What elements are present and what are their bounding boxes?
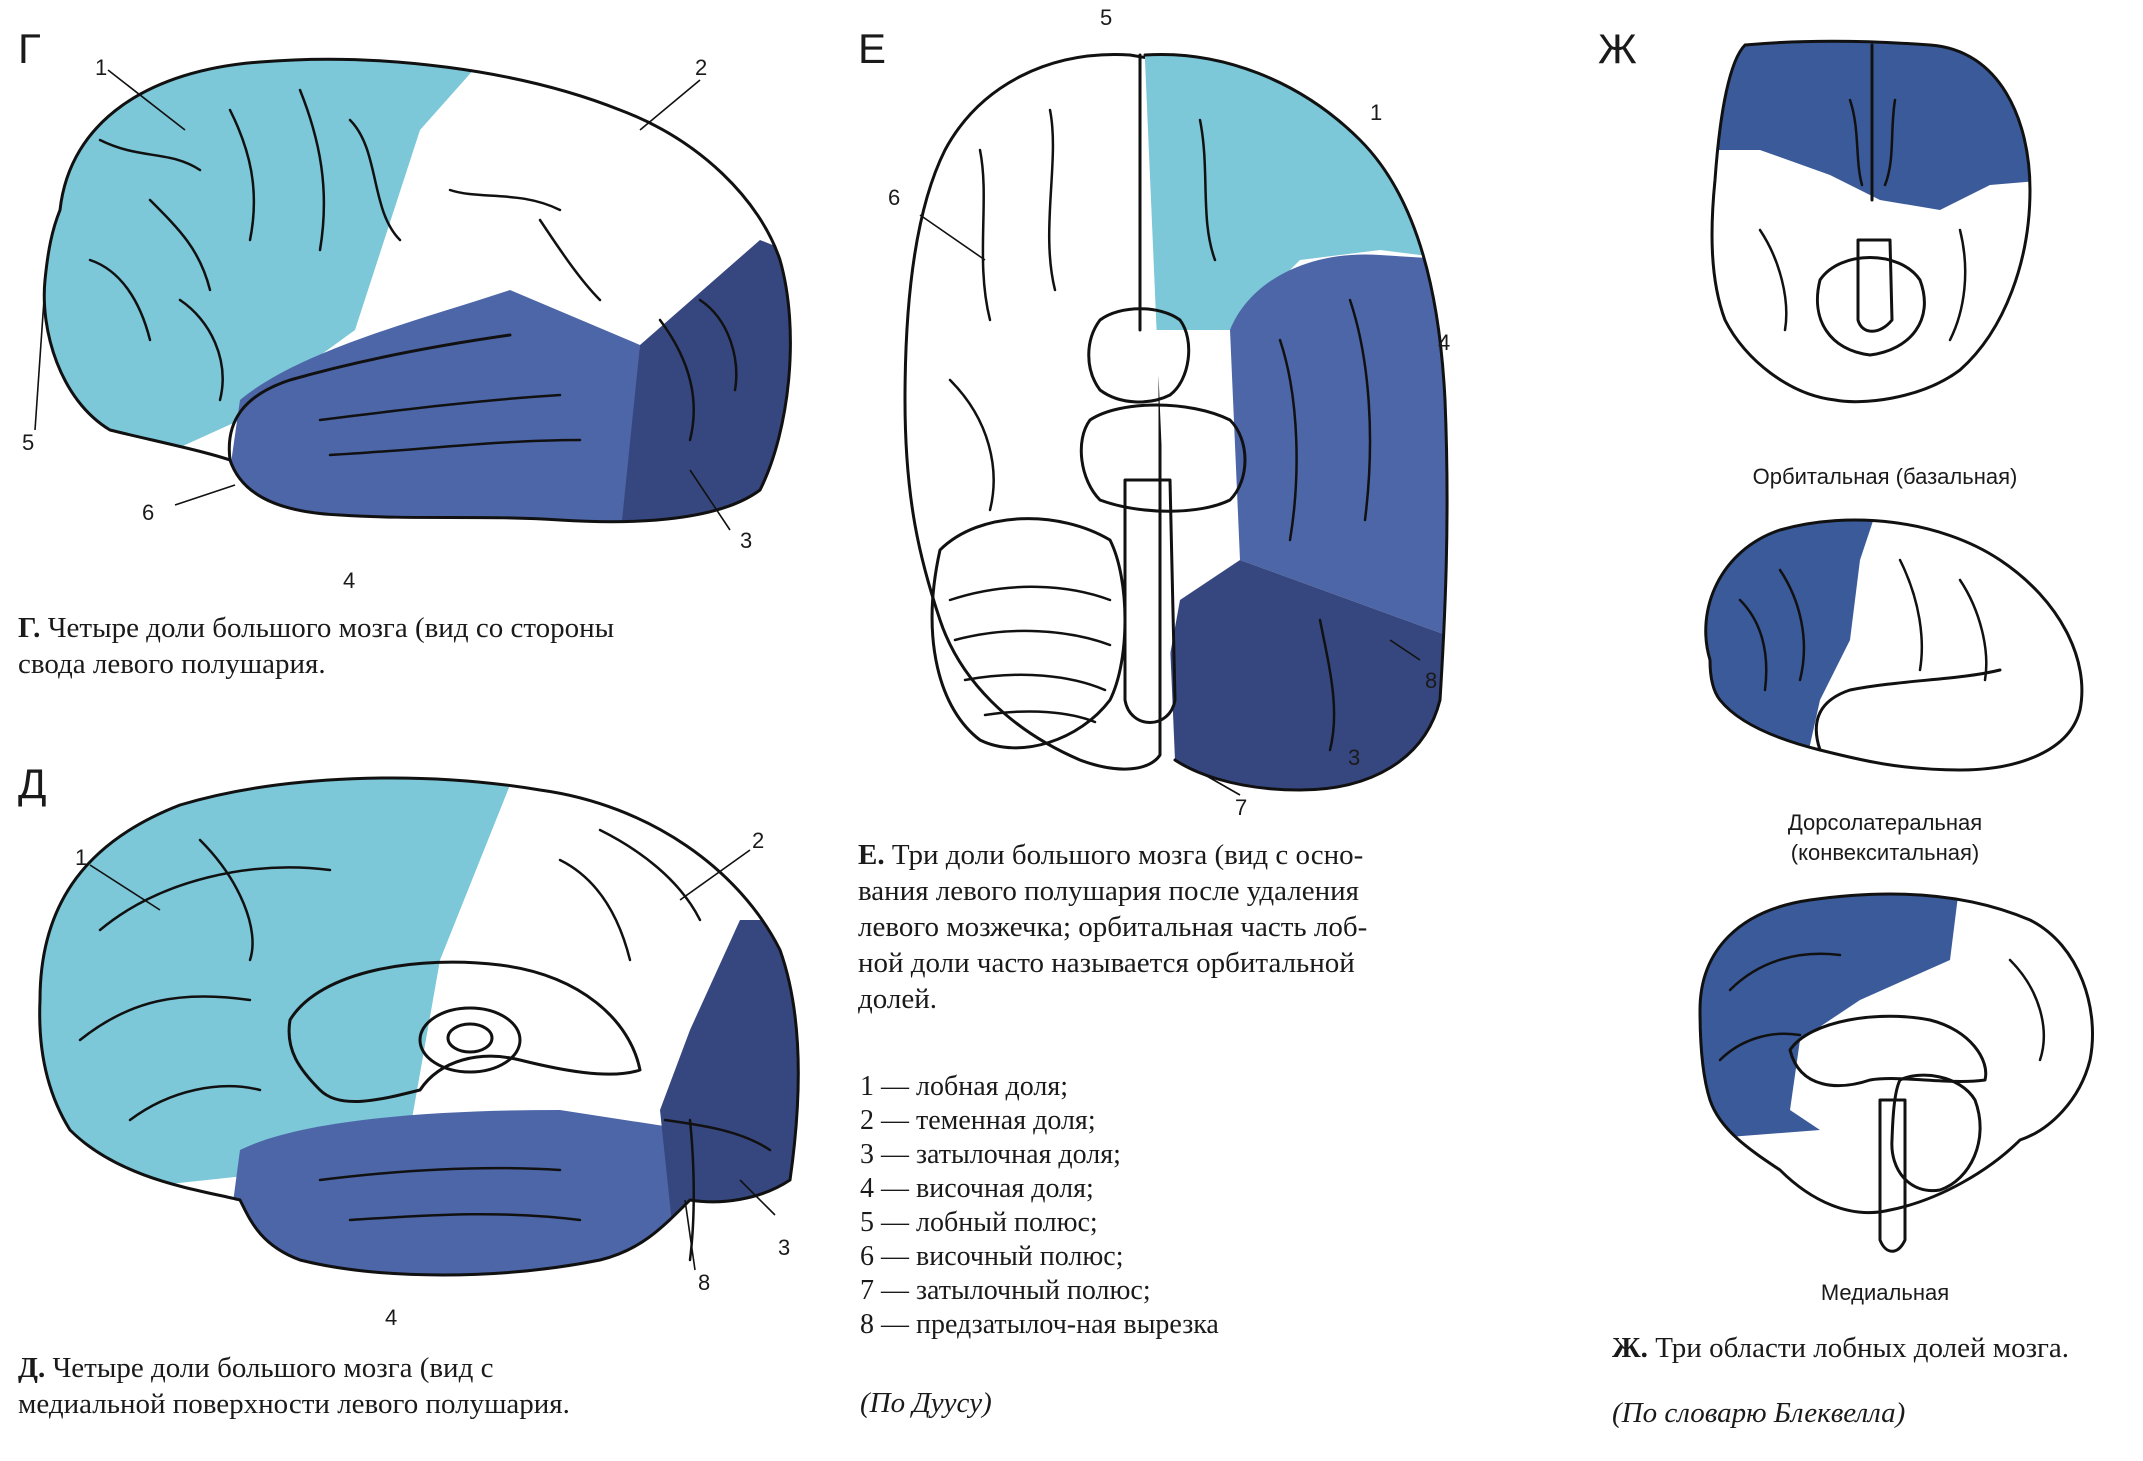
d-label-1: 1 <box>75 845 88 870</box>
panel-e-brain <box>903 52 1449 792</box>
caption-d-line1: Четыре доли большого мозга (вид с <box>52 1352 494 1384</box>
caption-d-line2: медиальной поверхности левого полушария. <box>18 1388 570 1420</box>
e-occipital-lobe <box>1145 560 1448 790</box>
e-label-7: 7 <box>1235 795 1248 820</box>
legend-item: 1 — лобная доля; <box>860 1071 1069 1102</box>
panel-d-letter: Д <box>18 760 47 807</box>
legend-item: 2 — теменная доля; <box>860 1105 1096 1136</box>
panel-zh-medial-brain <box>1698 892 2094 1253</box>
g-frontal-lobe <box>44 59 500 520</box>
caption-zh-letter: Ж. <box>1612 1332 1648 1364</box>
panel-g-brain <box>42 57 792 524</box>
zh-medial-region <box>1700 894 1960 1140</box>
e-label-3: 3 <box>1348 745 1361 770</box>
zh-orbital-region <box>1712 41 2030 210</box>
zh-label-orbital: Орбитальная (базальная) <box>1752 464 2018 489</box>
legend-item: 8 — предзатылоч-ная вырезка <box>860 1309 1219 1340</box>
caption-e-line2: вания левого полушария после удаления <box>858 875 1359 907</box>
g-temporal-lobe <box>220 290 640 522</box>
caption-g: Г. Четыре доли большого мозга (вид со ст… <box>18 610 778 682</box>
d-label-8: 8 <box>698 1270 711 1295</box>
caption-g-letter: Г. <box>18 612 41 644</box>
legend-item: 7 — затылочный полюс; <box>860 1275 1151 1306</box>
zh-label-dorsolateral-1: Дорсолатеральная <box>1787 810 1983 835</box>
d-label-3: 3 <box>778 1235 791 1260</box>
panel-e-letter: Е <box>858 25 887 72</box>
g-label-1: 1 <box>95 55 108 80</box>
caption-zh-text: Три области лобных долей мозга. <box>1655 1332 2070 1364</box>
e-label-8: 8 <box>1425 668 1438 693</box>
caption-d: Д. Четыре доли большого мозга (вид с мед… <box>18 1350 778 1422</box>
caption-g-line1: Четыре доли большого мозга (вид со сторо… <box>47 612 615 644</box>
g-occipital-lobe <box>620 240 791 522</box>
d-label-2: 2 <box>752 828 765 853</box>
zh-label-dorsolateral-2: (конвекситальная) <box>1790 840 1980 865</box>
panel-zh-orbital-brain <box>1710 39 2032 404</box>
legend-item: 3 — затылочная доля; <box>860 1139 1121 1170</box>
caption-e-line4: ной доли часто называется орбитальной <box>858 947 1355 979</box>
caption-e-line1: Три доли большого мозга (вид с осно- <box>891 839 1364 871</box>
panel-g-leaders <box>34 69 731 531</box>
zh-label-dorsolateral: Дорсолатеральная (конвекситальная) <box>1690 808 2080 868</box>
legend: 1 — лобная доля; 2 — теменная доля; 3 — … <box>860 1070 1219 1342</box>
caption-e-letter: Е. <box>858 839 885 871</box>
g-label-2: 2 <box>695 55 708 80</box>
legend-item: 5 — лобный полюс; <box>860 1207 1098 1238</box>
source-e: (По Дуусу) <box>860 1387 992 1419</box>
panel-g-letter: Г <box>18 25 41 72</box>
panel-d-brain <box>38 776 800 1277</box>
panel-zh-letter: Ж <box>1598 25 1637 72</box>
g-label-4: 4 <box>343 568 356 593</box>
e-label-4: 4 <box>1438 330 1451 355</box>
caption-e: Е. Три доли большого мозга (вид с осно- … <box>858 837 1478 1017</box>
e-label-6: 6 <box>888 185 901 210</box>
e-label-5: 5 <box>1100 5 1113 30</box>
g-label-5: 5 <box>22 430 35 455</box>
d-label-4: 4 <box>385 1305 398 1330</box>
caption-zh: Ж. Три области лобных долей мозга. <box>1612 1330 2132 1366</box>
legend-item: 6 — височный полюс; <box>860 1241 1124 1272</box>
caption-d-letter: Д. <box>18 1352 46 1384</box>
e-temporal-lobe <box>1230 254 1448 640</box>
d-temporal-lobe <box>220 1110 700 1275</box>
panel-e-leaders <box>919 214 1421 796</box>
g-label-6: 6 <box>142 500 155 525</box>
caption-e-line5: долей. <box>858 983 937 1015</box>
g-label-3: 3 <box>740 528 753 553</box>
source-zh: (По словарю Блеквелла) <box>1612 1397 1906 1429</box>
panel-d-leaders <box>89 849 776 1271</box>
legend-item: 4 — височная доля; <box>860 1173 1094 1204</box>
d-frontal-lobe <box>39 778 520 1200</box>
zh-label-medial: Медиальная <box>1820 1280 1950 1305</box>
e-label-1: 1 <box>1370 100 1383 125</box>
caption-g-line2: свода левого полушария. <box>18 648 326 680</box>
panel-zh-dorsolateral-brain <box>1704 518 2084 772</box>
caption-e-line3: левого мозжечка; орбитальная часть лоб- <box>858 911 1368 943</box>
